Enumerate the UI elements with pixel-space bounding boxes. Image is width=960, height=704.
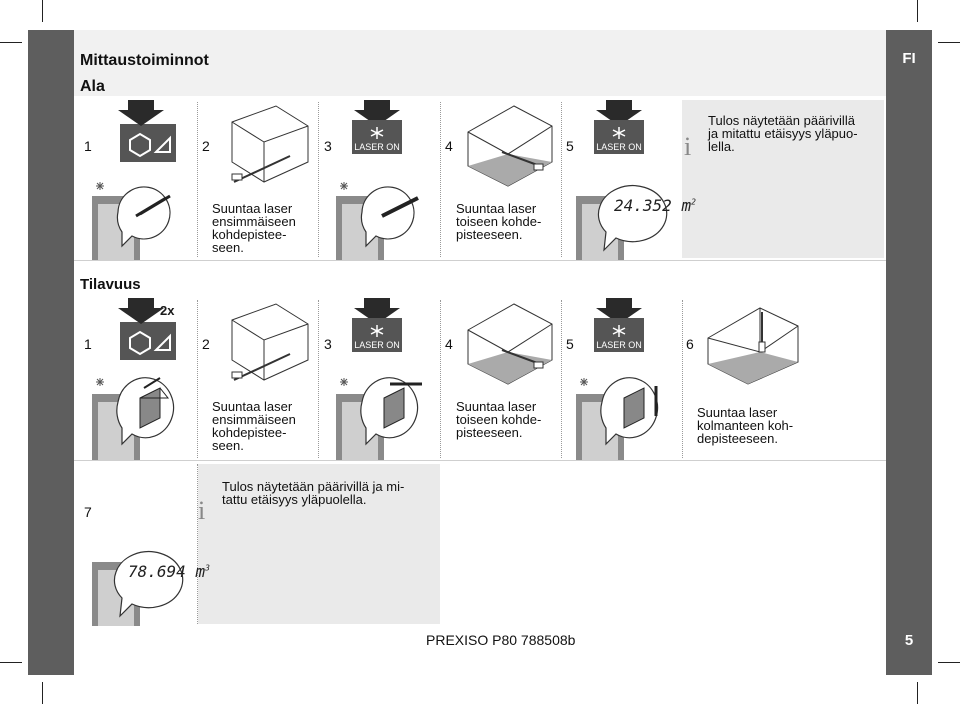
step-number: 4 bbox=[445, 336, 453, 352]
step-number: 7 bbox=[84, 504, 92, 520]
result-display: 78.694 m3 bbox=[128, 562, 210, 581]
step-number: 5 bbox=[566, 336, 574, 352]
crop-mark bbox=[938, 42, 960, 43]
step-number: 3 bbox=[324, 336, 332, 352]
right-margin-band bbox=[886, 30, 932, 675]
instruction-text: Suuntaa laser toiseen kohde- pisteeseen. bbox=[456, 201, 542, 242]
left-margin-band bbox=[28, 30, 74, 675]
header-band bbox=[74, 30, 886, 96]
crop-mark bbox=[917, 0, 918, 22]
room-illustration bbox=[467, 303, 553, 385]
info-icon: i bbox=[198, 496, 206, 525]
laser-on-label: LASER ON bbox=[352, 142, 402, 152]
function-button-icon bbox=[118, 100, 176, 162]
device-display-bubble bbox=[92, 551, 184, 626]
room-illustration bbox=[231, 303, 309, 381]
info-panel-volume bbox=[198, 464, 440, 624]
step-number: 5 bbox=[566, 138, 574, 154]
result-display: 24.352 m2 bbox=[614, 196, 696, 215]
crop-mark bbox=[0, 42, 22, 43]
instruction-text: Suuntaa laser kolmanteen koh- depisteese… bbox=[697, 405, 794, 446]
room-illustration bbox=[231, 105, 309, 183]
crop-mark bbox=[917, 682, 918, 704]
instruction-text: Suuntaa laser ensimmäiseen kohdepistee- … bbox=[212, 399, 296, 453]
device-display-bubble bbox=[336, 377, 422, 460]
device-display-bubble bbox=[576, 377, 659, 460]
section-divider bbox=[74, 460, 886, 461]
step-number: 4 bbox=[445, 138, 453, 154]
crop-mark bbox=[0, 662, 22, 663]
room-illustration bbox=[707, 307, 799, 385]
step-number: 2 bbox=[202, 138, 210, 154]
room-illustration bbox=[467, 105, 553, 187]
device-display-bubble bbox=[576, 185, 668, 260]
page-title: Mittaustoiminnot bbox=[80, 52, 209, 69]
step-number: 1 bbox=[84, 336, 92, 352]
crop-mark bbox=[938, 662, 960, 663]
instruction-text: Suuntaa laser toiseen kohde- pisteeseen. bbox=[456, 399, 542, 440]
info-text-area: Tulos näytetään päärivillä ja mitattu et… bbox=[708, 113, 858, 154]
info-panel-area bbox=[682, 100, 884, 258]
crop-mark bbox=[42, 682, 43, 704]
step-number: 1 bbox=[84, 138, 92, 154]
step-number: 6 bbox=[686, 336, 694, 352]
section-title-volume: Tilavuus bbox=[80, 276, 141, 293]
page-number: 5 bbox=[904, 632, 914, 649]
section-divider bbox=[74, 260, 886, 261]
language-tab: FI bbox=[902, 50, 916, 67]
step-number: 2 bbox=[202, 336, 210, 352]
instruction-text: Suuntaa laser ensimmäiseen kohdepistee- … bbox=[212, 201, 296, 255]
info-text-volume: Tulos näytetään päärivillä ja mi- tattu … bbox=[222, 479, 405, 507]
step-number: 3 bbox=[324, 138, 332, 154]
crop-mark bbox=[42, 0, 43, 22]
info-icon: i bbox=[684, 132, 692, 161]
footer-product-code: PREXISO P80 788508b bbox=[426, 632, 576, 648]
function-button-icon bbox=[118, 298, 176, 360]
device-display-bubble bbox=[92, 182, 171, 260]
laser-on-label: LASER ON bbox=[594, 340, 644, 350]
laser-on-label: LASER ON bbox=[594, 142, 644, 152]
section-title-area: Ala bbox=[80, 78, 105, 95]
press-count: 2x bbox=[160, 303, 175, 318]
laser-on-label: LASER ON bbox=[352, 340, 402, 350]
device-display-bubble bbox=[336, 182, 419, 260]
device-display-bubble bbox=[92, 377, 175, 460]
